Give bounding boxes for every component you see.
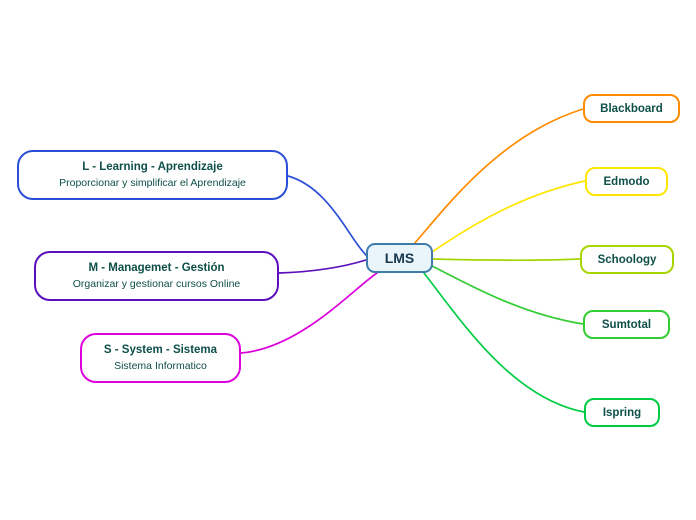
node-schoology-topic[interactable]: Schoology (580, 245, 674, 274)
node-lms-label: LMS (384, 250, 415, 266)
node-ispring-topic[interactable]: Ispring (584, 398, 660, 427)
node-management-topic[interactable]: M - Managemet - Gestión Organizar y gest… (34, 251, 279, 302)
node-system-title: S - System - Sistema (103, 344, 218, 356)
connector-blackboard (413, 108, 584, 245)
connector-ispring (423, 272, 585, 413)
connector-system (240, 272, 378, 354)
connector-learning (287, 175, 369, 258)
node-learning-title: L - Learning - Aprendizaje (82, 161, 223, 173)
node-management-subtitle: Organizar y gestionar cursos Online (72, 277, 241, 290)
node-blackboard-topic[interactable]: Blackboard (583, 94, 680, 123)
node-ispring-label: Ispring (602, 406, 642, 419)
connector-management (278, 259, 367, 274)
node-edmodo-label: Edmodo (603, 175, 650, 188)
node-schoology-label: Schoology (597, 253, 657, 266)
node-management-title: M - Managemet - Gestión (88, 262, 225, 274)
node-lms-root[interactable]: LMS (366, 243, 433, 273)
node-blackboard-label: Blackboard (600, 102, 663, 115)
node-learning-subtitle: Proporcionar y simplificar el Aprendizaj… (59, 176, 246, 189)
node-sumtotal-topic[interactable]: Sumtotal (583, 310, 670, 339)
node-edmodo-topic[interactable]: Edmodo (585, 167, 668, 196)
connector-edmodo (431, 180, 586, 253)
node-sumtotal-label: Sumtotal (601, 318, 652, 331)
connector-schoology (432, 258, 581, 261)
node-system-topic[interactable]: S - System - Sistema Sistema Informatico (80, 333, 241, 384)
connector-sumtotal (431, 265, 584, 325)
node-learning-topic[interactable]: L - Learning - Aprendizaje Proporcionar … (17, 150, 288, 201)
node-system-subtitle: Sistema Informatico (114, 359, 207, 372)
